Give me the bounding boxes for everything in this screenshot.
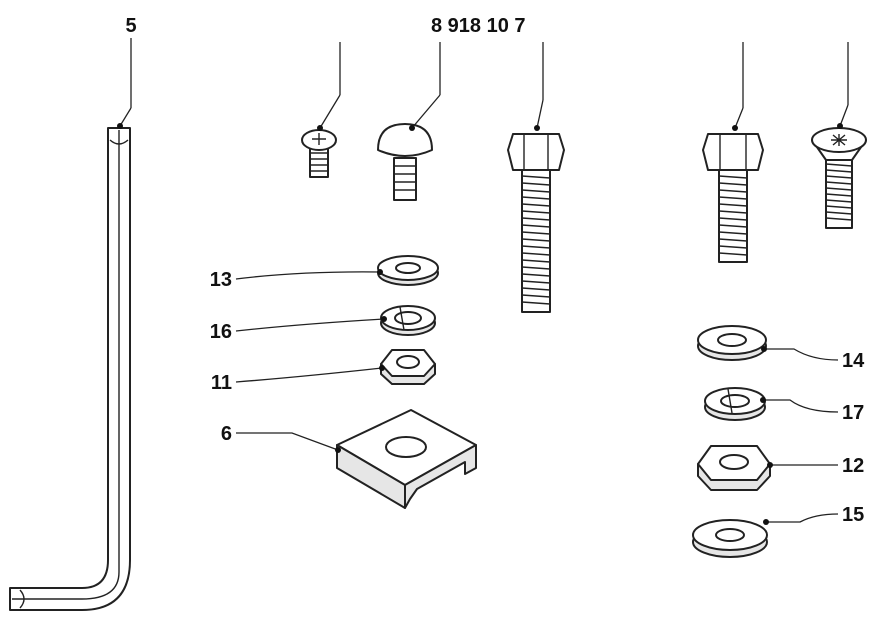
allen-key — [9, 38, 132, 611]
hex-nut-11 — [235, 349, 436, 385]
label-6: 6 — [221, 423, 232, 445]
flat-washer-15 — [692, 513, 839, 558]
long-hex-bolt — [507, 42, 565, 313]
label-17: 17 — [842, 402, 864, 424]
label-12: 12 — [842, 455, 864, 477]
label-15: 15 — [842, 504, 864, 526]
spring-washer-16 — [235, 305, 436, 336]
label-top-group: 8 918 10 7 — [431, 15, 526, 37]
label-14: 14 — [842, 350, 865, 372]
flat-washer-13 — [235, 255, 439, 286]
label-11: 11 — [211, 372, 232, 394]
flat-washer-14 — [697, 325, 839, 361]
hex-nut-12 — [697, 445, 838, 491]
countersunk-torx-screw — [811, 42, 867, 229]
mushroom-head-bolt — [377, 42, 441, 201]
label-13: 13 — [210, 269, 232, 291]
small-phillips-screw — [301, 42, 341, 178]
spring-washer-17 — [704, 387, 839, 421]
clip-plate — [236, 409, 477, 509]
label-16: 16 — [210, 321, 232, 343]
label-5: 5 — [125, 15, 136, 37]
medium-hex-bolt — [702, 42, 764, 263]
